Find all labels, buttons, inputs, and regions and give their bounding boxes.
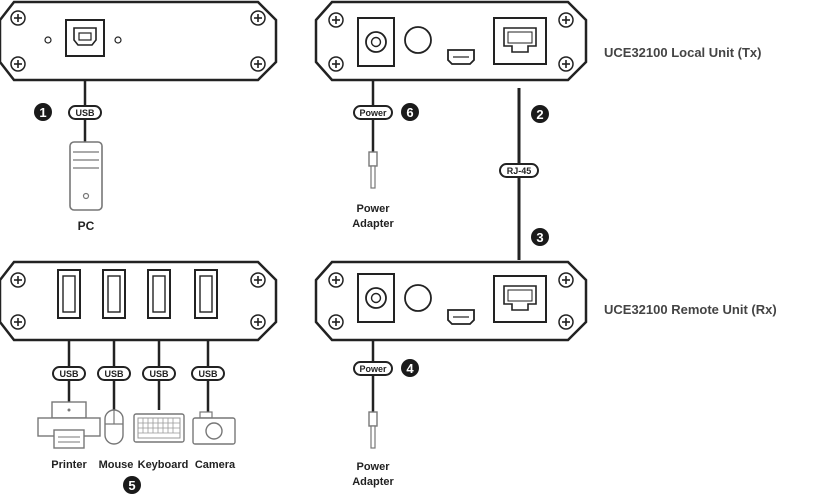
svg-text:3: 3: [536, 230, 543, 245]
usb-a-port-icon: [102, 269, 126, 319]
screw-icon: [250, 56, 266, 72]
usb-connector-tag: USB: [191, 366, 225, 381]
svg-text:6: 6: [406, 105, 413, 120]
step-1-badge: 1: [34, 103, 52, 121]
svg-text:5: 5: [128, 478, 135, 493]
pc-label: PC: [78, 219, 95, 233]
screw-icon: [10, 10, 26, 26]
screw-icon: [10, 314, 26, 330]
svg-text:USB: USB: [198, 369, 218, 379]
rj45-port-icon: [493, 17, 547, 65]
dc-power-jack-icon: [357, 17, 395, 67]
screw-icon: [328, 56, 344, 72]
keyboard-label: Keyboard: [138, 459, 189, 471]
screw-icon: [250, 314, 266, 330]
power-connector-tag: Power: [353, 105, 393, 120]
screw-icon: [328, 12, 344, 28]
dc-power-jack-icon: [357, 273, 395, 323]
svg-text:Power: Power: [359, 364, 387, 374]
step-2-badge: 2: [531, 105, 549, 123]
pc-tower-icon: [69, 141, 103, 211]
screw-icon: [328, 272, 344, 288]
svg-text:1: 1: [39, 105, 46, 120]
screw-icon: [10, 272, 26, 288]
svg-text:2: 2: [536, 107, 543, 122]
camera-label: Camera: [195, 459, 236, 471]
screw-icon: [250, 10, 266, 26]
usb-b-port-icon: [65, 19, 105, 57]
remote-unit-panel: [314, 260, 588, 342]
power-adapter-label-line2: Adapter: [352, 476, 394, 488]
rj45-connector-tag: RJ-45: [499, 163, 539, 178]
printer-icon: [37, 401, 101, 449]
remote-usb-panel: [0, 260, 278, 342]
step-6-badge: 6: [401, 103, 419, 121]
remote-unit-label: UCE32100 Remote Unit (Rx): [604, 302, 777, 317]
rj45-port-icon: [493, 275, 547, 323]
local-unit-panel: [314, 0, 588, 82]
power-connector-tag: Power: [353, 361, 393, 376]
usb-connector-tag: USB: [97, 366, 131, 381]
svg-text:RJ-45: RJ-45: [507, 166, 532, 176]
local-unit-label: UCE32100 Local Unit (Tx): [604, 45, 762, 60]
step-3-badge: 3: [531, 228, 549, 246]
screw-icon: [250, 272, 266, 288]
step-4-badge: 4: [401, 359, 419, 377]
screw-icon: [10, 56, 26, 72]
svg-text:USB: USB: [149, 369, 169, 379]
step-5-badge: 5: [123, 476, 141, 494]
screw-icon: [558, 272, 574, 288]
svg-text:USB: USB: [59, 369, 79, 379]
svg-text:Power: Power: [359, 108, 387, 118]
power-adapter-label-line1: Power: [356, 461, 390, 473]
svg-text:USB: USB: [75, 108, 95, 118]
power-adapter-label-line1: Power: [356, 203, 390, 215]
camera-icon: [192, 411, 236, 445]
screw-icon: [558, 56, 574, 72]
power-adapter-plug-icon: [368, 411, 378, 449]
hdmi-port-icon: [447, 49, 475, 65]
usb-a-port-icon: [194, 269, 218, 319]
usb-connector-tag: USB: [142, 366, 176, 381]
indicator-circle-icon: [404, 26, 432, 54]
svg-text:USB: USB: [104, 369, 124, 379]
local-usb-panel: [0, 0, 278, 82]
printer-label: Printer: [51, 459, 87, 471]
screw-icon: [328, 314, 344, 330]
usb-connector-tag: USB: [68, 105, 102, 120]
screw-icon: [558, 12, 574, 28]
mouse-icon: [104, 409, 124, 445]
power-adapter-plug-icon: [368, 151, 378, 189]
usb-a-port-icon: [147, 269, 171, 319]
screw-icon: [558, 314, 574, 330]
indicator-circle-icon: [404, 284, 432, 312]
svg-text:4: 4: [406, 361, 414, 376]
usb-connector-tag: USB: [52, 366, 86, 381]
hdmi-port-icon: [447, 309, 475, 325]
mouse-label: Mouse: [99, 459, 134, 471]
power-adapter-label-line2: Adapter: [352, 218, 394, 230]
keyboard-icon: [133, 413, 185, 443]
usb-a-port-icon: [57, 269, 81, 319]
